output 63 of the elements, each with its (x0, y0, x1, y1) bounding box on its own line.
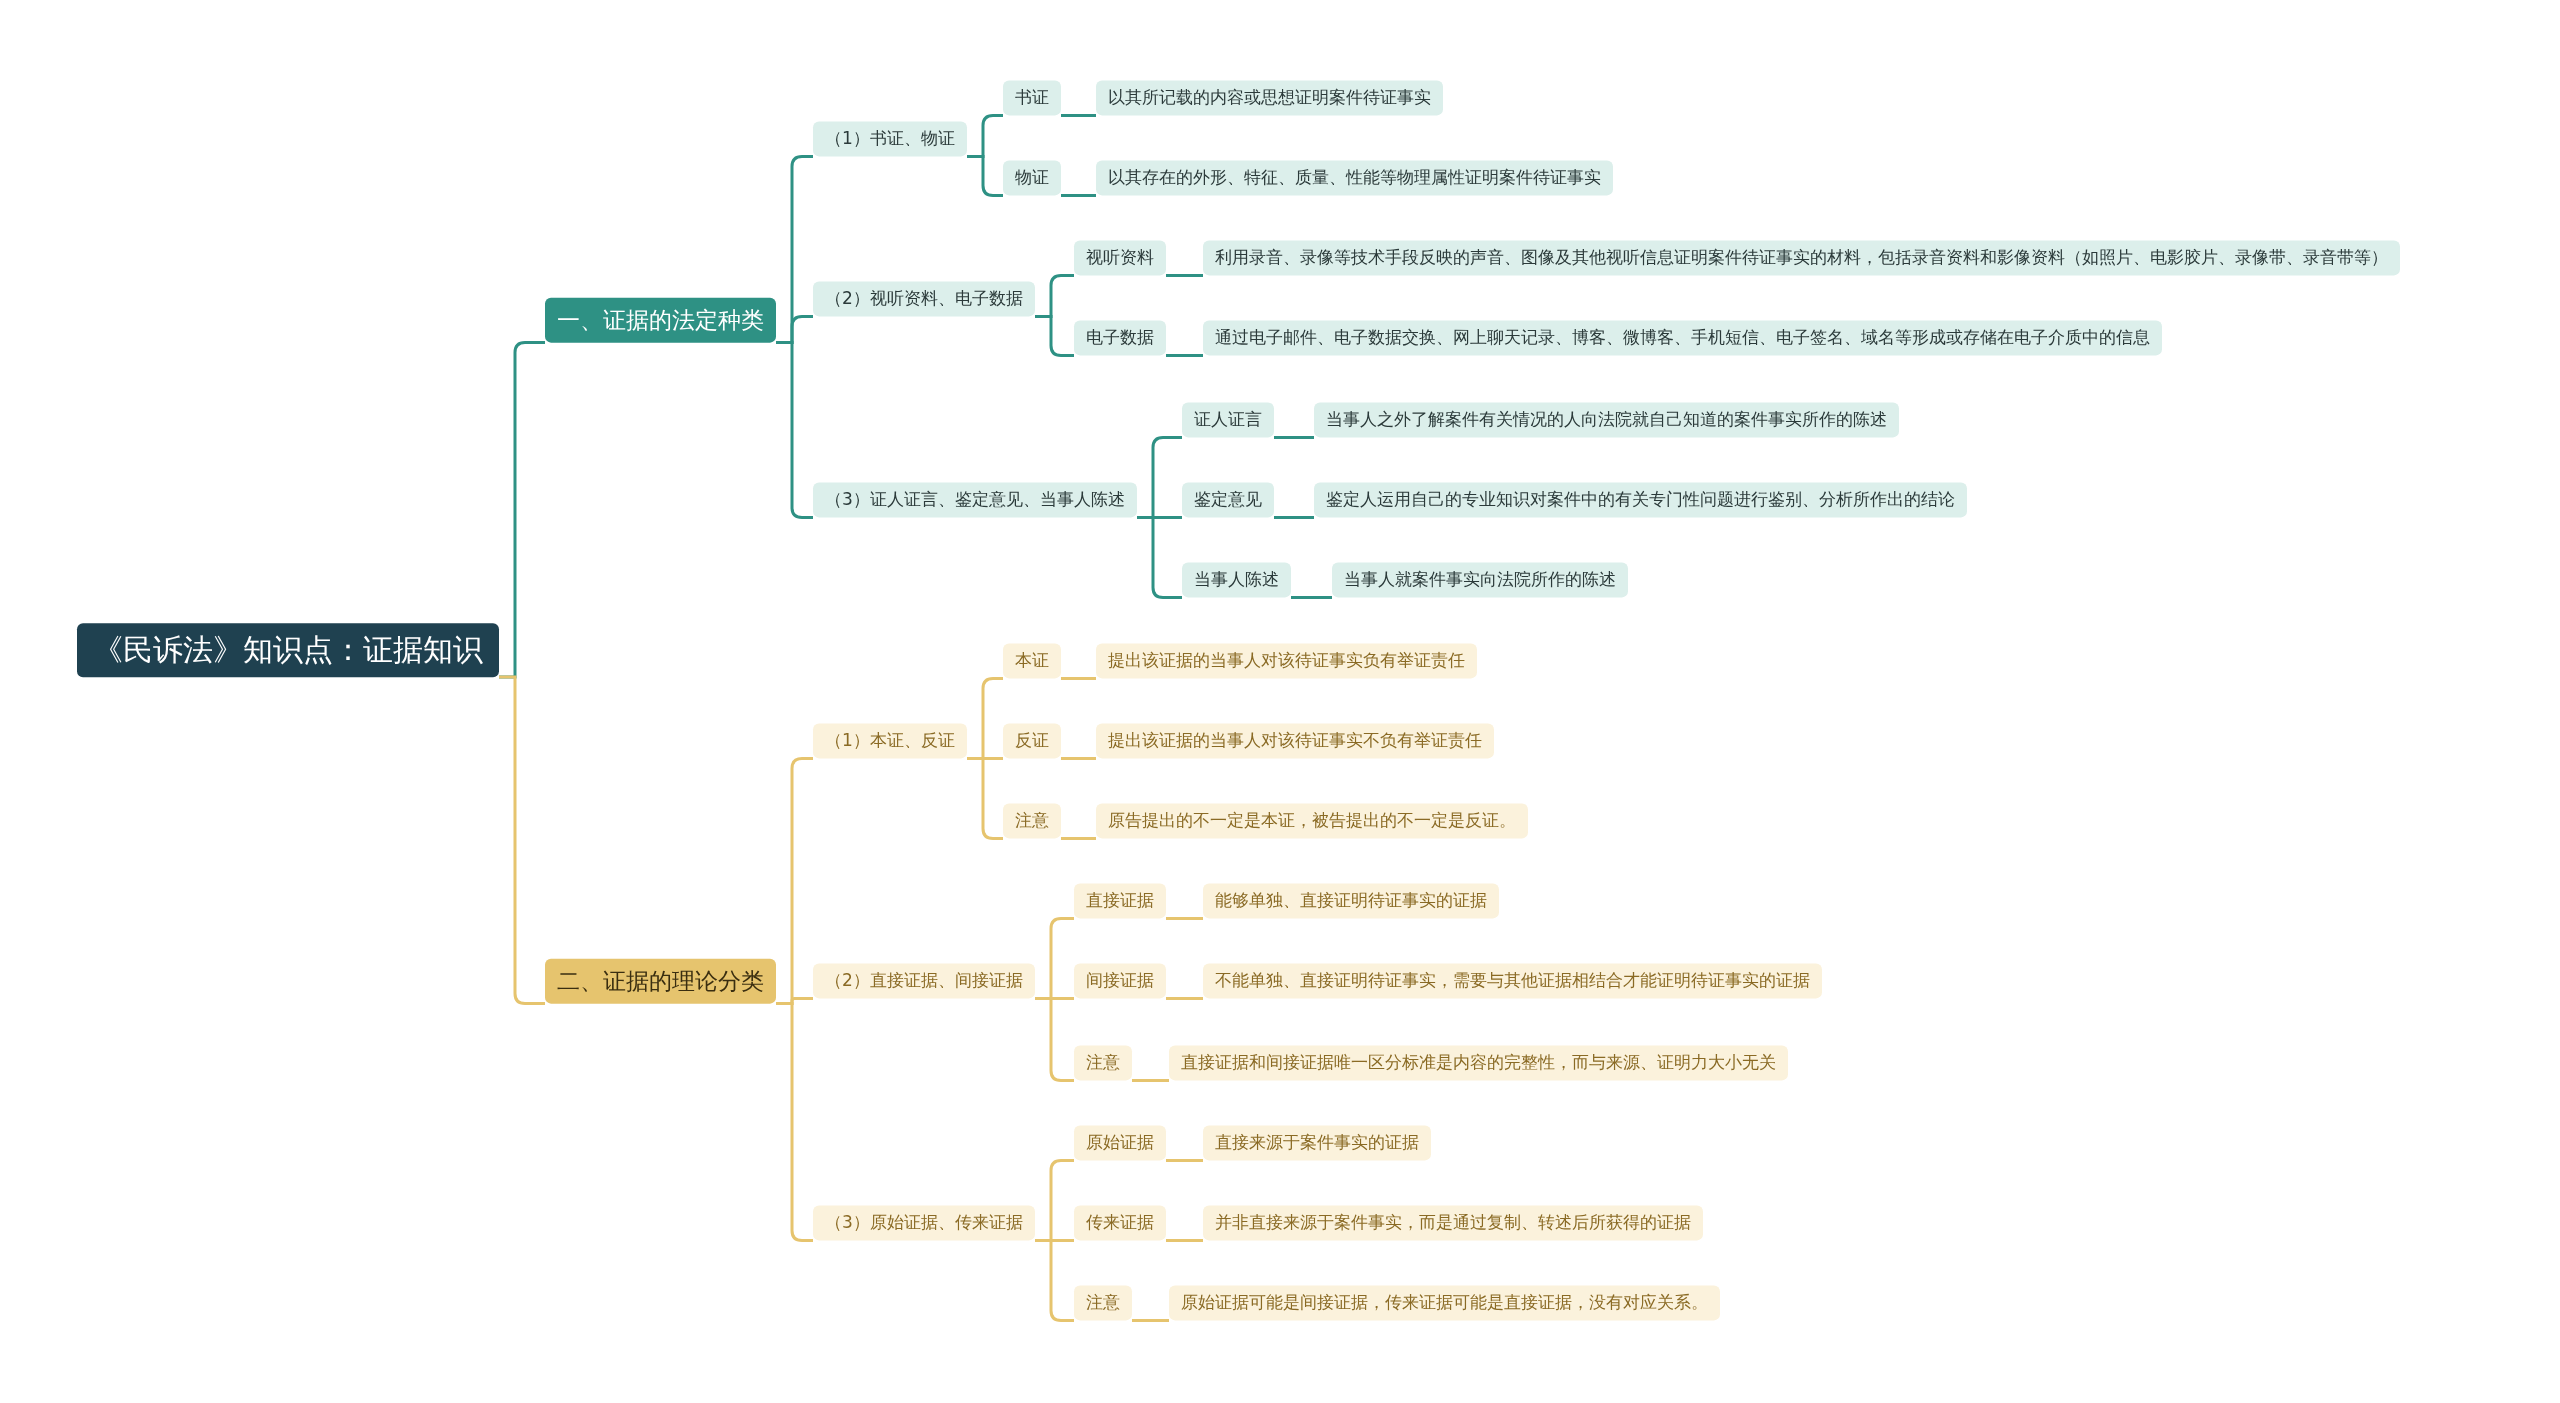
connector-line (1166, 1239, 1203, 1242)
connector-line (776, 341, 813, 519)
category-label: 物证 (1003, 160, 1061, 196)
description-text: 原告提出的不一定是本证，被告提出的不一定是反证。 (1096, 803, 1528, 839)
description-text: 直接证据和间接证据唯一区分标准是内容的完整性，而与来源、证明力大小无关 (1169, 1045, 1788, 1081)
connector-line (1166, 997, 1203, 1000)
description-text: 当事人就案件事实向法院所作的陈述 (1332, 562, 1628, 598)
category-label: 原始证据 (1074, 1125, 1166, 1161)
connector-line (1061, 114, 1096, 117)
description-text: 以其存在的外形、特征、质量、性能等物理属性证明案件待证事实 (1096, 160, 1613, 196)
category-label: 注意 (1074, 1045, 1132, 1081)
connector-line (1166, 274, 1203, 277)
connector-line (967, 155, 1003, 197)
category-label: 注意 (1003, 803, 1061, 839)
category-label: 视听资料 (1074, 240, 1166, 276)
description-text: 直接来源于案件事实的证据 (1203, 1125, 1431, 1161)
description-text: 提出该证据的当事人对该待证事实不负有举证责任 (1096, 723, 1494, 759)
category-label: 间接证据 (1074, 963, 1166, 999)
sub-topic: （2）视听资料、电子数据 (813, 281, 1035, 317)
description-text: 能够单独、直接证明待证事实的证据 (1203, 883, 1499, 919)
sub-topic: （3）证人证言、鉴定意见、当事人陈述 (813, 482, 1137, 518)
category-label: 反证 (1003, 723, 1061, 759)
category-label: 当事人陈述 (1182, 562, 1291, 598)
connector-line (1166, 354, 1203, 357)
connector-line (1035, 315, 1074, 357)
category-label: 传来证据 (1074, 1205, 1166, 1241)
description-text: 提出该证据的当事人对该待证事实负有举证责任 (1096, 643, 1477, 679)
main-branch: 二、证据的理论分类 (545, 958, 776, 1004)
description-text: 利用录音、录像等技术手段反映的声音、图像及其他视听信息证明案件待证事实的材料，包括录音资料和影像资料（如照片、电影胶片、录像带、录音带等） (1203, 240, 2400, 276)
description-text: 以其所记载的内容或思想证明案件待证事实 (1096, 80, 1443, 116)
connector-line (1035, 1239, 1074, 1322)
category-label: 书证 (1003, 80, 1061, 116)
connector-line (1291, 596, 1332, 599)
connector-line (1274, 436, 1314, 439)
sub-topic: （1）书证、物证 (813, 121, 967, 157)
connector-line (1166, 1159, 1203, 1162)
description-text: 通过电子邮件、电子数据交换、网上聊天记录、博客、微博客、手机短信、电子签名、域名等形成或存储在电子介质中的信息 (1203, 320, 2162, 356)
connector-line (1132, 1319, 1169, 1322)
root-topic: 《民诉法》知识点：证据知识 (77, 623, 499, 677)
main-branch: 一、证据的法定种类 (545, 297, 776, 343)
description-text: 当事人之外了解案件有关情况的人向法院就自己知道的案件事实所作的陈述 (1314, 402, 1899, 438)
connector-line (1166, 917, 1203, 920)
description-text: 不能单独、直接证明待证事实，需要与其他证据相结合才能证明待证事实的证据 (1203, 963, 1822, 999)
connector-line (1274, 516, 1314, 519)
description-text: 并非直接来源于案件事实，而是通过复制、转述后所获得的证据 (1203, 1205, 1703, 1241)
sub-topic: （2）直接证据、间接证据 (813, 963, 1035, 999)
sub-topic: （1）本证、反证 (813, 723, 967, 759)
connector-line (967, 757, 1003, 840)
connector-line (1061, 837, 1096, 840)
connector-line (1061, 677, 1096, 680)
category-label: 证人证言 (1182, 402, 1274, 438)
category-label: 电子数据 (1074, 320, 1166, 356)
category-label: 直接证据 (1074, 883, 1166, 919)
category-label: 注意 (1074, 1285, 1132, 1321)
connector-line (1061, 757, 1096, 760)
sub-topic: （3）原始证据、传来证据 (813, 1205, 1035, 1241)
category-label: 鉴定意见 (1182, 482, 1274, 518)
description-text: 原始证据可能是间接证据，传来证据可能是直接证据，没有对应关系。 (1169, 1285, 1720, 1321)
connector-line (1035, 997, 1074, 1082)
description-text: 鉴定人运用自己的专业知识对案件中的有关专门性问题进行鉴别、分析所作出的结论 (1314, 482, 1967, 518)
category-label: 本证 (1003, 643, 1061, 679)
connector-line (1132, 1079, 1169, 1082)
connector-line (1061, 194, 1096, 197)
